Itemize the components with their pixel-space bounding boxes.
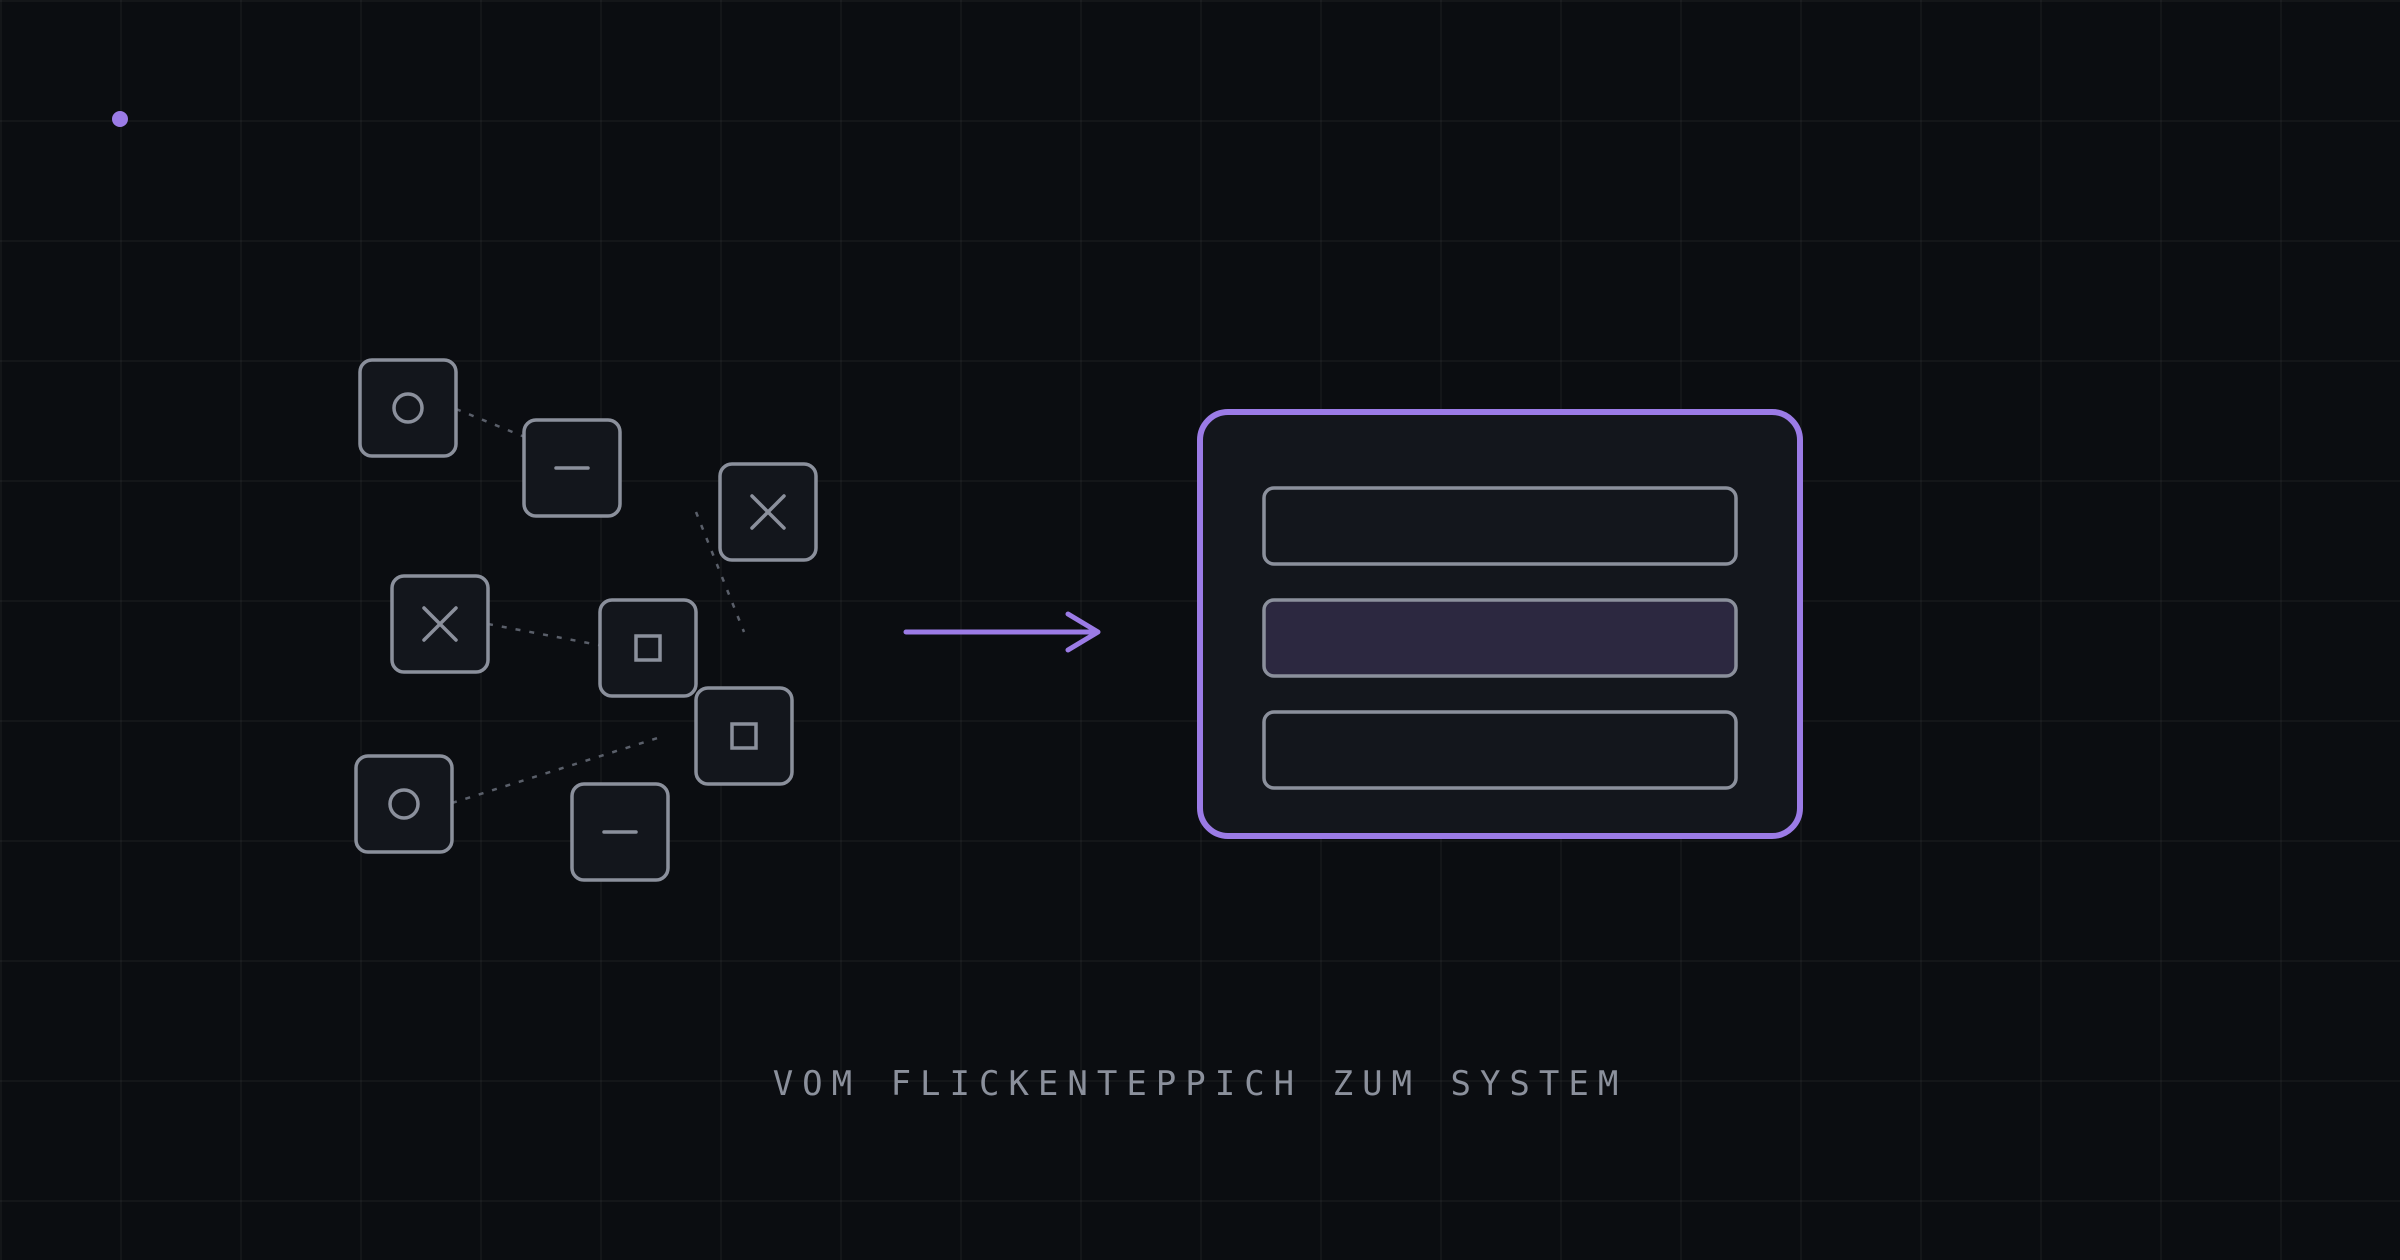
dot-icon: [112, 111, 128, 127]
connectors: [451, 407, 746, 805]
tile-minus: [570, 782, 670, 882]
x-icon: [422, 606, 458, 642]
circle-icon: [392, 392, 424, 424]
tile-minus: [522, 418, 622, 518]
scattered-tiles: [354, 358, 818, 882]
system-row: [1262, 710, 1738, 790]
connector-line: [451, 734, 665, 805]
circle-icon: [388, 788, 420, 820]
system-panel: [1197, 409, 1803, 839]
arrow-right-icon: [903, 611, 1101, 653]
system-row-highlighted: [1262, 598, 1738, 678]
x-icon: [750, 494, 786, 530]
square-icon: [730, 722, 758, 750]
square-icon: [634, 634, 662, 662]
tile-square: [694, 686, 794, 786]
tile-square: [598, 598, 698, 698]
caption: VOM FLICKENTEPPICH ZUM SYSTEM: [772, 1064, 1628, 1104]
tile-circle: [358, 358, 458, 458]
tile-x: [390, 574, 490, 674]
system-row: [1262, 486, 1738, 566]
tile-circle: [354, 754, 454, 854]
tile-x: [718, 462, 818, 562]
